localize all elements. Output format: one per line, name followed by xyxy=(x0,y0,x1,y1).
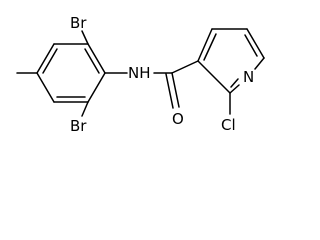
structure-canvas: Br Br NH O N Cl xyxy=(16,14,265,135)
atom-label-chlorine: Cl xyxy=(221,116,236,134)
double-bond-inner xyxy=(244,34,258,57)
bond xyxy=(246,28,265,59)
bond-c-br-top xyxy=(81,30,89,45)
double-bond-inner xyxy=(84,48,100,74)
bond xyxy=(229,84,240,94)
bond xyxy=(197,28,213,62)
molecule-diagram: Br Br NH O N Cl xyxy=(16,14,265,135)
double-bond-inner xyxy=(42,48,58,74)
bond-c-o xyxy=(171,72,180,108)
bond xyxy=(87,43,106,74)
atom-label-br-bottom: Br xyxy=(70,117,87,135)
atom-label-nitrogen: N xyxy=(243,68,254,86)
bond xyxy=(36,72,55,103)
pyridine-ring xyxy=(197,28,265,94)
double-bond-inner xyxy=(230,78,239,88)
bond-c-pyridine xyxy=(171,60,199,74)
bond xyxy=(36,43,55,74)
bond xyxy=(197,60,231,94)
atom-label-oxygen: O xyxy=(172,110,184,128)
atom-label-br-top: Br xyxy=(70,14,87,32)
double-bond-inner xyxy=(203,33,217,61)
bond xyxy=(87,72,106,103)
bond xyxy=(254,57,265,70)
benzene-ring xyxy=(36,43,106,103)
bond-c-o-second xyxy=(165,73,174,109)
atom-label-nh: NH xyxy=(128,64,151,82)
bond-c-br-bottom xyxy=(81,101,89,117)
